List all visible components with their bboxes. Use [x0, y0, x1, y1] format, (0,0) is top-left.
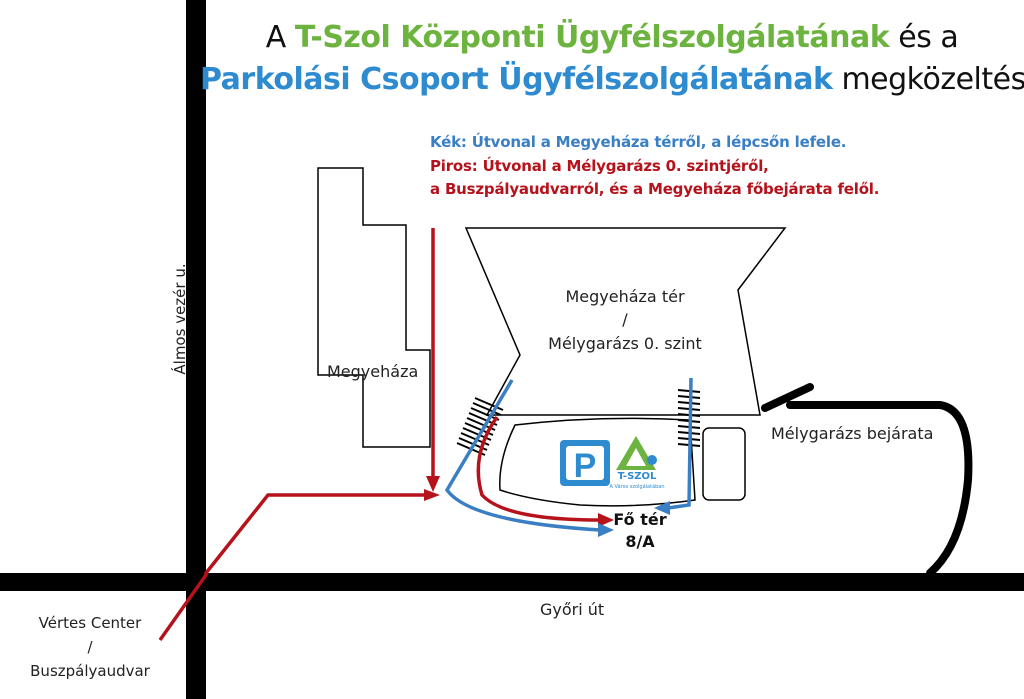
label-vertes-line-3: Buszpályaudvar — [30, 662, 150, 680]
destination-label-line-2: 8/A — [625, 532, 655, 551]
street-label-gyori-ut: Győri út — [540, 600, 605, 619]
tszol-logo-text: T-SZOL — [617, 471, 657, 482]
label-vertes-line-1: Vértes Center — [38, 614, 142, 632]
label-square-line-1: Megyeháza tér — [565, 287, 685, 306]
page-title-line-1: A T-Szol Központi Ügyfélszolgálatának és… — [265, 20, 959, 55]
megyehaza-building — [317, 167, 431, 448]
label-garage-entrance: Mélygarázs bejárata — [771, 424, 934, 443]
red-routes — [158, 228, 601, 642]
tszol-logo-icon — [616, 436, 657, 470]
destination-label-line-1: Fő tér — [613, 510, 667, 529]
legend-red-route-line-2: a Buszpályaudvarról, és a Megyeháza főbe… — [430, 180, 880, 198]
label-square-line-3: Mélygarázs 0. szint — [548, 334, 702, 353]
small-building — [702, 427, 746, 501]
road-almos-vezer — [186, 0, 206, 699]
blue-arrowheads — [598, 501, 670, 537]
garage-entrance-road — [761, 383, 973, 577]
svg-text:P: P — [574, 447, 597, 485]
legend-red-route-line-1: Piros: Útvonal a Mélygarázs 0. szintjérő… — [430, 157, 769, 175]
label-megyehaza: Megyeháza — [327, 362, 419, 381]
label-vertes-line-2: / — [87, 638, 93, 656]
label-square-line-2: / — [622, 310, 628, 329]
parking-logo-icon: P — [560, 440, 610, 486]
road-gyori-ut — [0, 573, 1024, 591]
legend-blue-route: Kék: Útvonal a Megyeháza térről, a lépcs… — [430, 133, 847, 151]
page-title-line-2: Parkolási Csoport Ügyfélszolgálatának me… — [200, 62, 1024, 97]
tszol-logo-tagline: A Város szolgálatában — [609, 484, 665, 490]
megyehaza-ter-square — [464, 227, 787, 416]
street-label-almos-vezer: Álmos vezér u. — [171, 263, 189, 375]
blue-routes — [444, 377, 693, 532]
red-arrowheads — [424, 476, 614, 527]
